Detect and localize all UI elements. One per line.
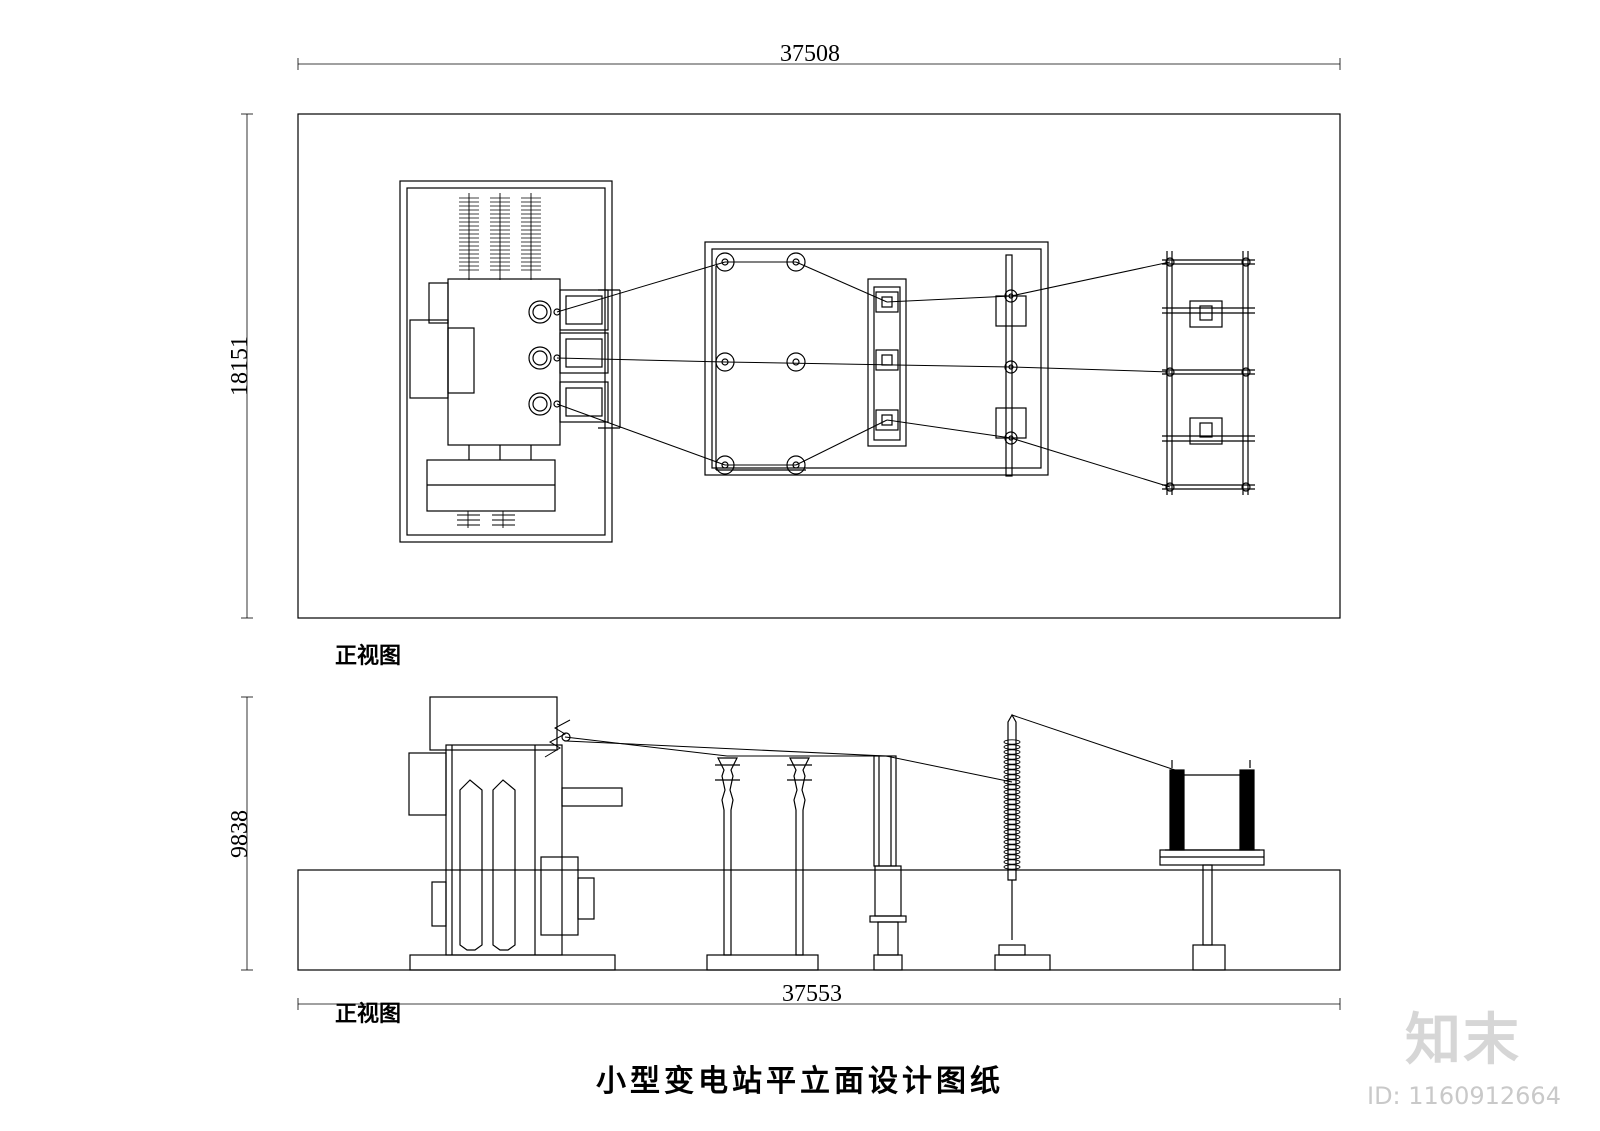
hv-bushings — [528, 300, 561, 416]
plan-height-dimension-line — [241, 113, 253, 619]
plan-conductors — [556, 261, 1171, 488]
site-boundary — [297, 113, 1341, 619]
lightning-arrester-elevation — [994, 713, 1051, 971]
switchgear-plan — [704, 241, 1049, 477]
reactor-elevation — [1159, 760, 1265, 971]
plan-view-label: 正视图 — [335, 643, 402, 669]
plan-height-dimension: 18151 — [227, 336, 253, 396]
radiator-fins-top — [468, 193, 532, 280]
reactor-frame-plan — [1162, 251, 1255, 495]
drawing-title: 小型变电站平立面设计图纸 — [596, 1064, 1004, 1099]
plan-width-dimension-line — [297, 58, 1341, 70]
foundation-slab — [297, 869, 1341, 971]
watermark-id: ID: 1160912664 — [1367, 1082, 1561, 1110]
post-insulators-elevation — [706, 757, 819, 971]
plan-view — [241, 58, 1341, 619]
elevation-conductors — [564, 714, 1176, 783]
plan-width-dimension: 37508 — [780, 41, 840, 67]
elevation-height-dimension-line — [241, 696, 253, 971]
transformer-plan — [399, 180, 621, 543]
watermark-logo: 知末 — [1405, 1008, 1521, 1073]
elevation-width-dimension: 37553 — [782, 981, 842, 1007]
transformer-tank — [447, 278, 561, 446]
breaker-elevation — [869, 755, 907, 971]
breaker-frame — [867, 278, 907, 447]
transformer-elevation — [408, 696, 623, 971]
elevation-height-dimension: 9838 — [227, 810, 253, 858]
elevation-view — [241, 696, 1341, 1010]
elevation-width-dimension-line — [297, 998, 1341, 1010]
elevation-view-label: 正视图 — [335, 1001, 402, 1027]
